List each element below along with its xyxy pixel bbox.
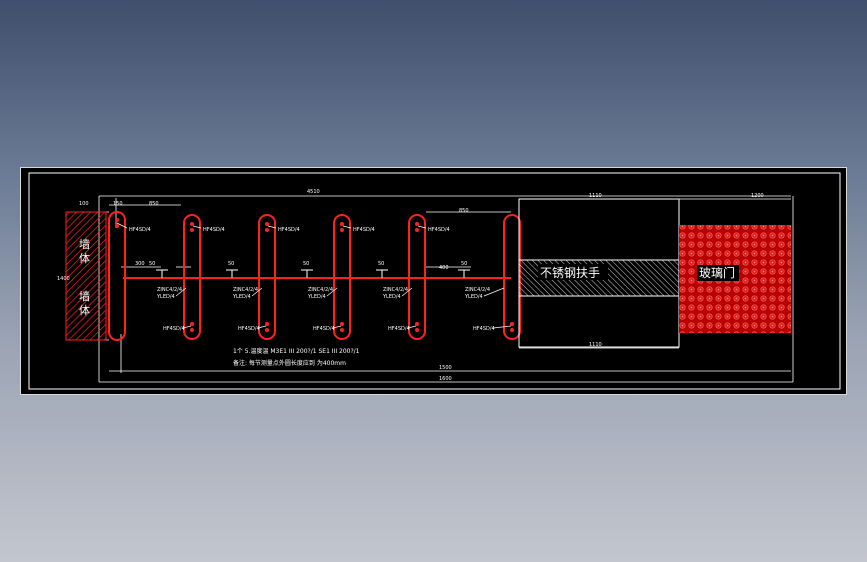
bolt-dots	[115, 218, 514, 332]
spec-5a: ZINC4/2/4	[465, 287, 490, 293]
wall-hatch	[65, 211, 107, 341]
callout-3: HF4SD/4	[278, 227, 300, 233]
post-3	[333, 214, 351, 340]
callout-5: HF4SD/4	[428, 227, 450, 233]
spec-2b: YLED/4	[232, 294, 251, 300]
post-0	[108, 211, 126, 341]
inner-frame	[28, 172, 841, 390]
dim-50d: 50	[378, 261, 384, 267]
dim-4510: 4510	[307, 189, 320, 195]
dim-850: 850	[149, 201, 159, 207]
dim-850b: 850	[459, 208, 469, 214]
brackets	[156, 269, 470, 278]
cad-drawing: 墙 体 墙 体 不锈钢扶手 玻璃门	[28, 172, 841, 390]
note-line-1: 1个 5.温度温 M3E1 III 200?/1 SE1 III 200?/1	[233, 347, 360, 355]
handrail-label-bg	[538, 264, 608, 280]
spec-4a: ZINC4/2/4	[383, 287, 408, 293]
handrail-label: 不锈钢扶手	[540, 265, 600, 280]
dim-1600: 1600	[439, 376, 452, 382]
dim-400: 400	[439, 265, 449, 271]
wall-label-2: 体	[79, 251, 90, 265]
callout-4: HF4SD/4	[353, 227, 375, 233]
spec-1b: YLED/4	[156, 294, 175, 300]
wall-label-4: 体	[79, 303, 90, 317]
post-4	[408, 214, 426, 340]
callout-2: HF4SD/4	[203, 227, 225, 233]
dim-300: 300	[135, 261, 145, 267]
leader-lines	[116, 222, 512, 329]
wall-label-1: 墙	[79, 237, 90, 251]
callout-8: HF4SD/4	[313, 326, 335, 332]
dim-1200: 1200	[751, 193, 764, 199]
dim-1500: 1500	[439, 365, 452, 371]
spec-4b: YLED/4	[382, 294, 401, 300]
spec-5b: YLED/4	[464, 294, 483, 300]
glass-door-label: 玻璃门	[699, 265, 735, 280]
spec-3b: YLED/4	[307, 294, 326, 300]
dim-1110-bot: 1110	[589, 342, 602, 348]
callout-10: HF4SD/4	[473, 326, 495, 332]
callout-6: HF4SD/4	[163, 326, 185, 332]
spec-2a: ZINC4/2/4	[233, 287, 258, 293]
dim-50c: 50	[303, 261, 309, 267]
dim-50b: 50	[228, 261, 234, 267]
posts	[108, 211, 521, 341]
callout-1: HF4SD/4	[129, 227, 151, 233]
callout-7: HF4SD/4	[238, 326, 260, 332]
spec-1a: ZINC4/2/4	[157, 287, 182, 293]
note-line-2: 备注: 每节测量点外圆长度应到 为400mm	[233, 359, 346, 367]
dim-50a: 50	[149, 261, 155, 267]
post-2	[258, 214, 276, 340]
glass-door-label-bg	[697, 265, 739, 281]
post-1	[183, 214, 201, 340]
cad-viewport[interactable]: 墙 体 墙 体 不锈钢扶手 玻璃门	[20, 167, 847, 395]
callout-9: HF4SD/4	[388, 326, 410, 332]
dim-150: 150	[113, 201, 123, 207]
dim-100: 100	[79, 201, 89, 207]
dim-1110-top: 1110	[589, 193, 602, 199]
wall-label-3: 墙	[79, 289, 90, 303]
dimension-lines	[65, 195, 794, 383]
spec-3a: ZINC4/2/4	[308, 287, 333, 293]
dim-1400: 1400	[57, 276, 70, 282]
dim-50e: 50	[461, 261, 467, 267]
